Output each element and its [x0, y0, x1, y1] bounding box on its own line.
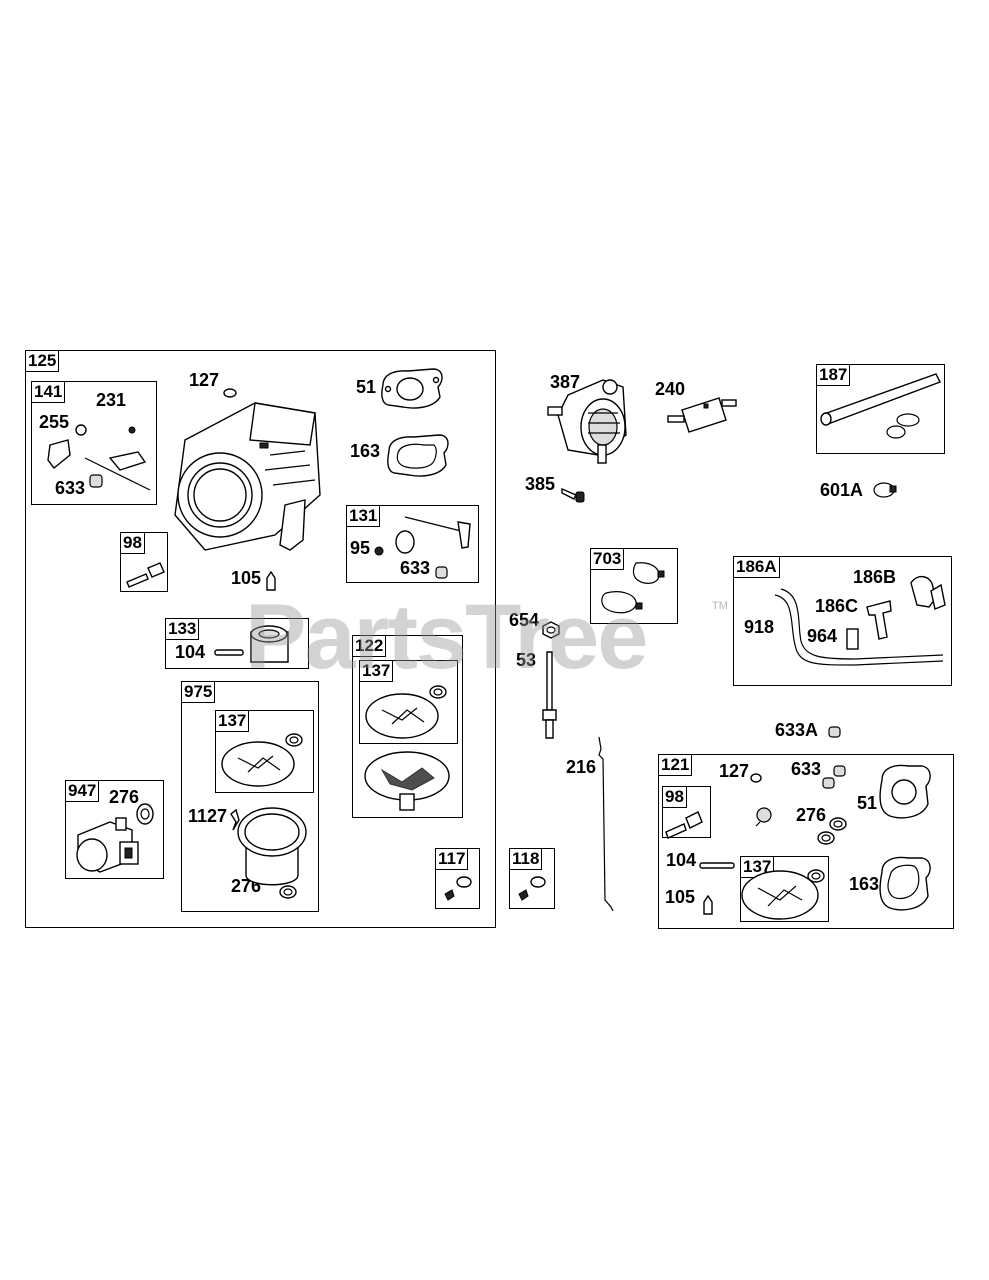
- group-tag-137-b: 137: [359, 660, 394, 682]
- group-tag-186a: 186A: [733, 556, 780, 578]
- screw-117-drawing: [444, 876, 472, 901]
- part-label-127-b: 127: [719, 761, 750, 781]
- needle-valve-drawing: [266, 570, 276, 591]
- group-box-975: 975: [181, 681, 319, 912]
- part-label-240: 240: [655, 379, 686, 399]
- watermark-trademark: TM: [712, 600, 728, 612]
- stud-53-drawing: [542, 651, 557, 739]
- group-box-133: 133: [165, 618, 309, 669]
- group-tag-137-a: 137: [215, 710, 250, 732]
- group-tag-117: 117: [435, 848, 469, 870]
- part-label-51-b: 51: [857, 793, 878, 813]
- screw-385-drawing: [561, 487, 585, 503]
- part-label-964: 964: [807, 626, 838, 646]
- group-tag-141: 141: [31, 381, 66, 403]
- part-label-95: 95: [350, 538, 371, 558]
- partstree-watermark: PartsTree: [245, 586, 648, 688]
- group-tag-703: 703: [590, 548, 625, 570]
- choke-shaft-kit-drawing: [374, 516, 471, 579]
- group-box-118: 118: [509, 848, 555, 909]
- part-label-387: 387: [550, 372, 581, 392]
- group-box-117: 117: [435, 848, 480, 909]
- part-label-255: 255: [39, 412, 70, 432]
- part-label-231: 231: [96, 390, 127, 410]
- governor-link-drawing: [598, 736, 614, 912]
- group-tag-131: 131: [346, 505, 381, 527]
- fuel-pump-drawing: [547, 379, 627, 464]
- group-box-131: 131: [346, 505, 479, 583]
- part-label-127: 127: [189, 370, 220, 390]
- screw-118-drawing: [518, 876, 546, 901]
- part-label-163-b: 163: [849, 874, 880, 894]
- fuel-solenoid-drawing: [76, 803, 154, 873]
- group-box-141: 141: [31, 381, 157, 505]
- group-tag-947: 947: [65, 780, 100, 802]
- group-box-186a: 186A: [733, 556, 952, 686]
- fuel-line-186a-drawing: [774, 576, 946, 666]
- part-label-385: 385: [525, 474, 556, 494]
- part-label-104-b: 104: [666, 850, 697, 870]
- bowl-gasket-kit-a-drawing: [221, 733, 303, 787]
- overhaul-kit-121-drawing: [665, 764, 931, 920]
- group-box-98: 98: [120, 532, 168, 592]
- group-box-121: 121: [658, 754, 954, 929]
- float-bowl-drawing: [230, 807, 307, 899]
- throttle-shaft-kit-drawing: [47, 424, 151, 491]
- group-tag-98: 98: [120, 532, 145, 554]
- part-label-51: 51: [356, 377, 377, 397]
- group-tag-133: 133: [165, 618, 200, 640]
- fitting-633a-drawing: [828, 726, 841, 738]
- group-tag-975: 975: [181, 681, 216, 703]
- idle-screw-drawing: [126, 562, 165, 588]
- part-label-633: 633: [55, 478, 86, 498]
- group-box-122: 122: [352, 635, 463, 818]
- part-label-654: 654: [509, 610, 540, 630]
- part-label-186b: 186B: [853, 567, 897, 587]
- group-tag-121: 121: [658, 754, 693, 776]
- part-label-633-c: 633: [791, 759, 822, 779]
- part-label-216: 216: [566, 757, 597, 777]
- group-box-703: 703: [590, 548, 678, 624]
- group-tag-122: 122: [352, 635, 387, 657]
- carburetor-body-drawing: [174, 388, 321, 551]
- group-box-947: 947: [65, 780, 164, 879]
- part-label-918: 918: [744, 617, 775, 637]
- part-label-186c: 186C: [815, 596, 859, 616]
- group-tag-125: 125: [25, 350, 60, 372]
- part-label-53: 53: [516, 650, 537, 670]
- part-label-105-b: 105: [665, 887, 696, 907]
- group-tag-187: 187: [816, 364, 851, 386]
- bowl-cover-drawing: [364, 751, 450, 811]
- group-box-137-b: 137: [359, 660, 458, 744]
- part-label-276-c: 276: [796, 805, 827, 825]
- group-box-137-a: 137: [215, 710, 314, 793]
- part-label-104: 104: [175, 642, 206, 662]
- clamp-601a-drawing: [873, 482, 897, 498]
- group-tag-118: 118: [509, 848, 543, 870]
- part-label-1127: 1127: [188, 806, 228, 826]
- part-label-163: 163: [350, 441, 381, 461]
- gasket-51-drawing: [381, 368, 443, 409]
- group-box-98-b: 98: [662, 786, 711, 838]
- part-label-276-b: 276: [109, 787, 140, 807]
- group-tag-98-b: 98: [662, 786, 687, 808]
- group-box-125: 125: [25, 350, 496, 928]
- hose-clamps-drawing: [601, 562, 665, 614]
- part-label-601a: 601A: [820, 480, 864, 500]
- part-label-633a: 633A: [775, 720, 819, 740]
- gasket-163-drawing: [387, 434, 449, 477]
- fuel-line-187-drawing: [820, 373, 941, 439]
- nut-654-drawing: [542, 621, 560, 639]
- float-drawing: [214, 625, 289, 663]
- part-label-633-b: 633: [400, 558, 431, 578]
- group-box-187: 187: [816, 364, 945, 454]
- bowl-gasket-kit-b-drawing: [365, 685, 447, 739]
- part-label-105: 105: [231, 568, 262, 588]
- fuel-filter-drawing: [667, 397, 737, 433]
